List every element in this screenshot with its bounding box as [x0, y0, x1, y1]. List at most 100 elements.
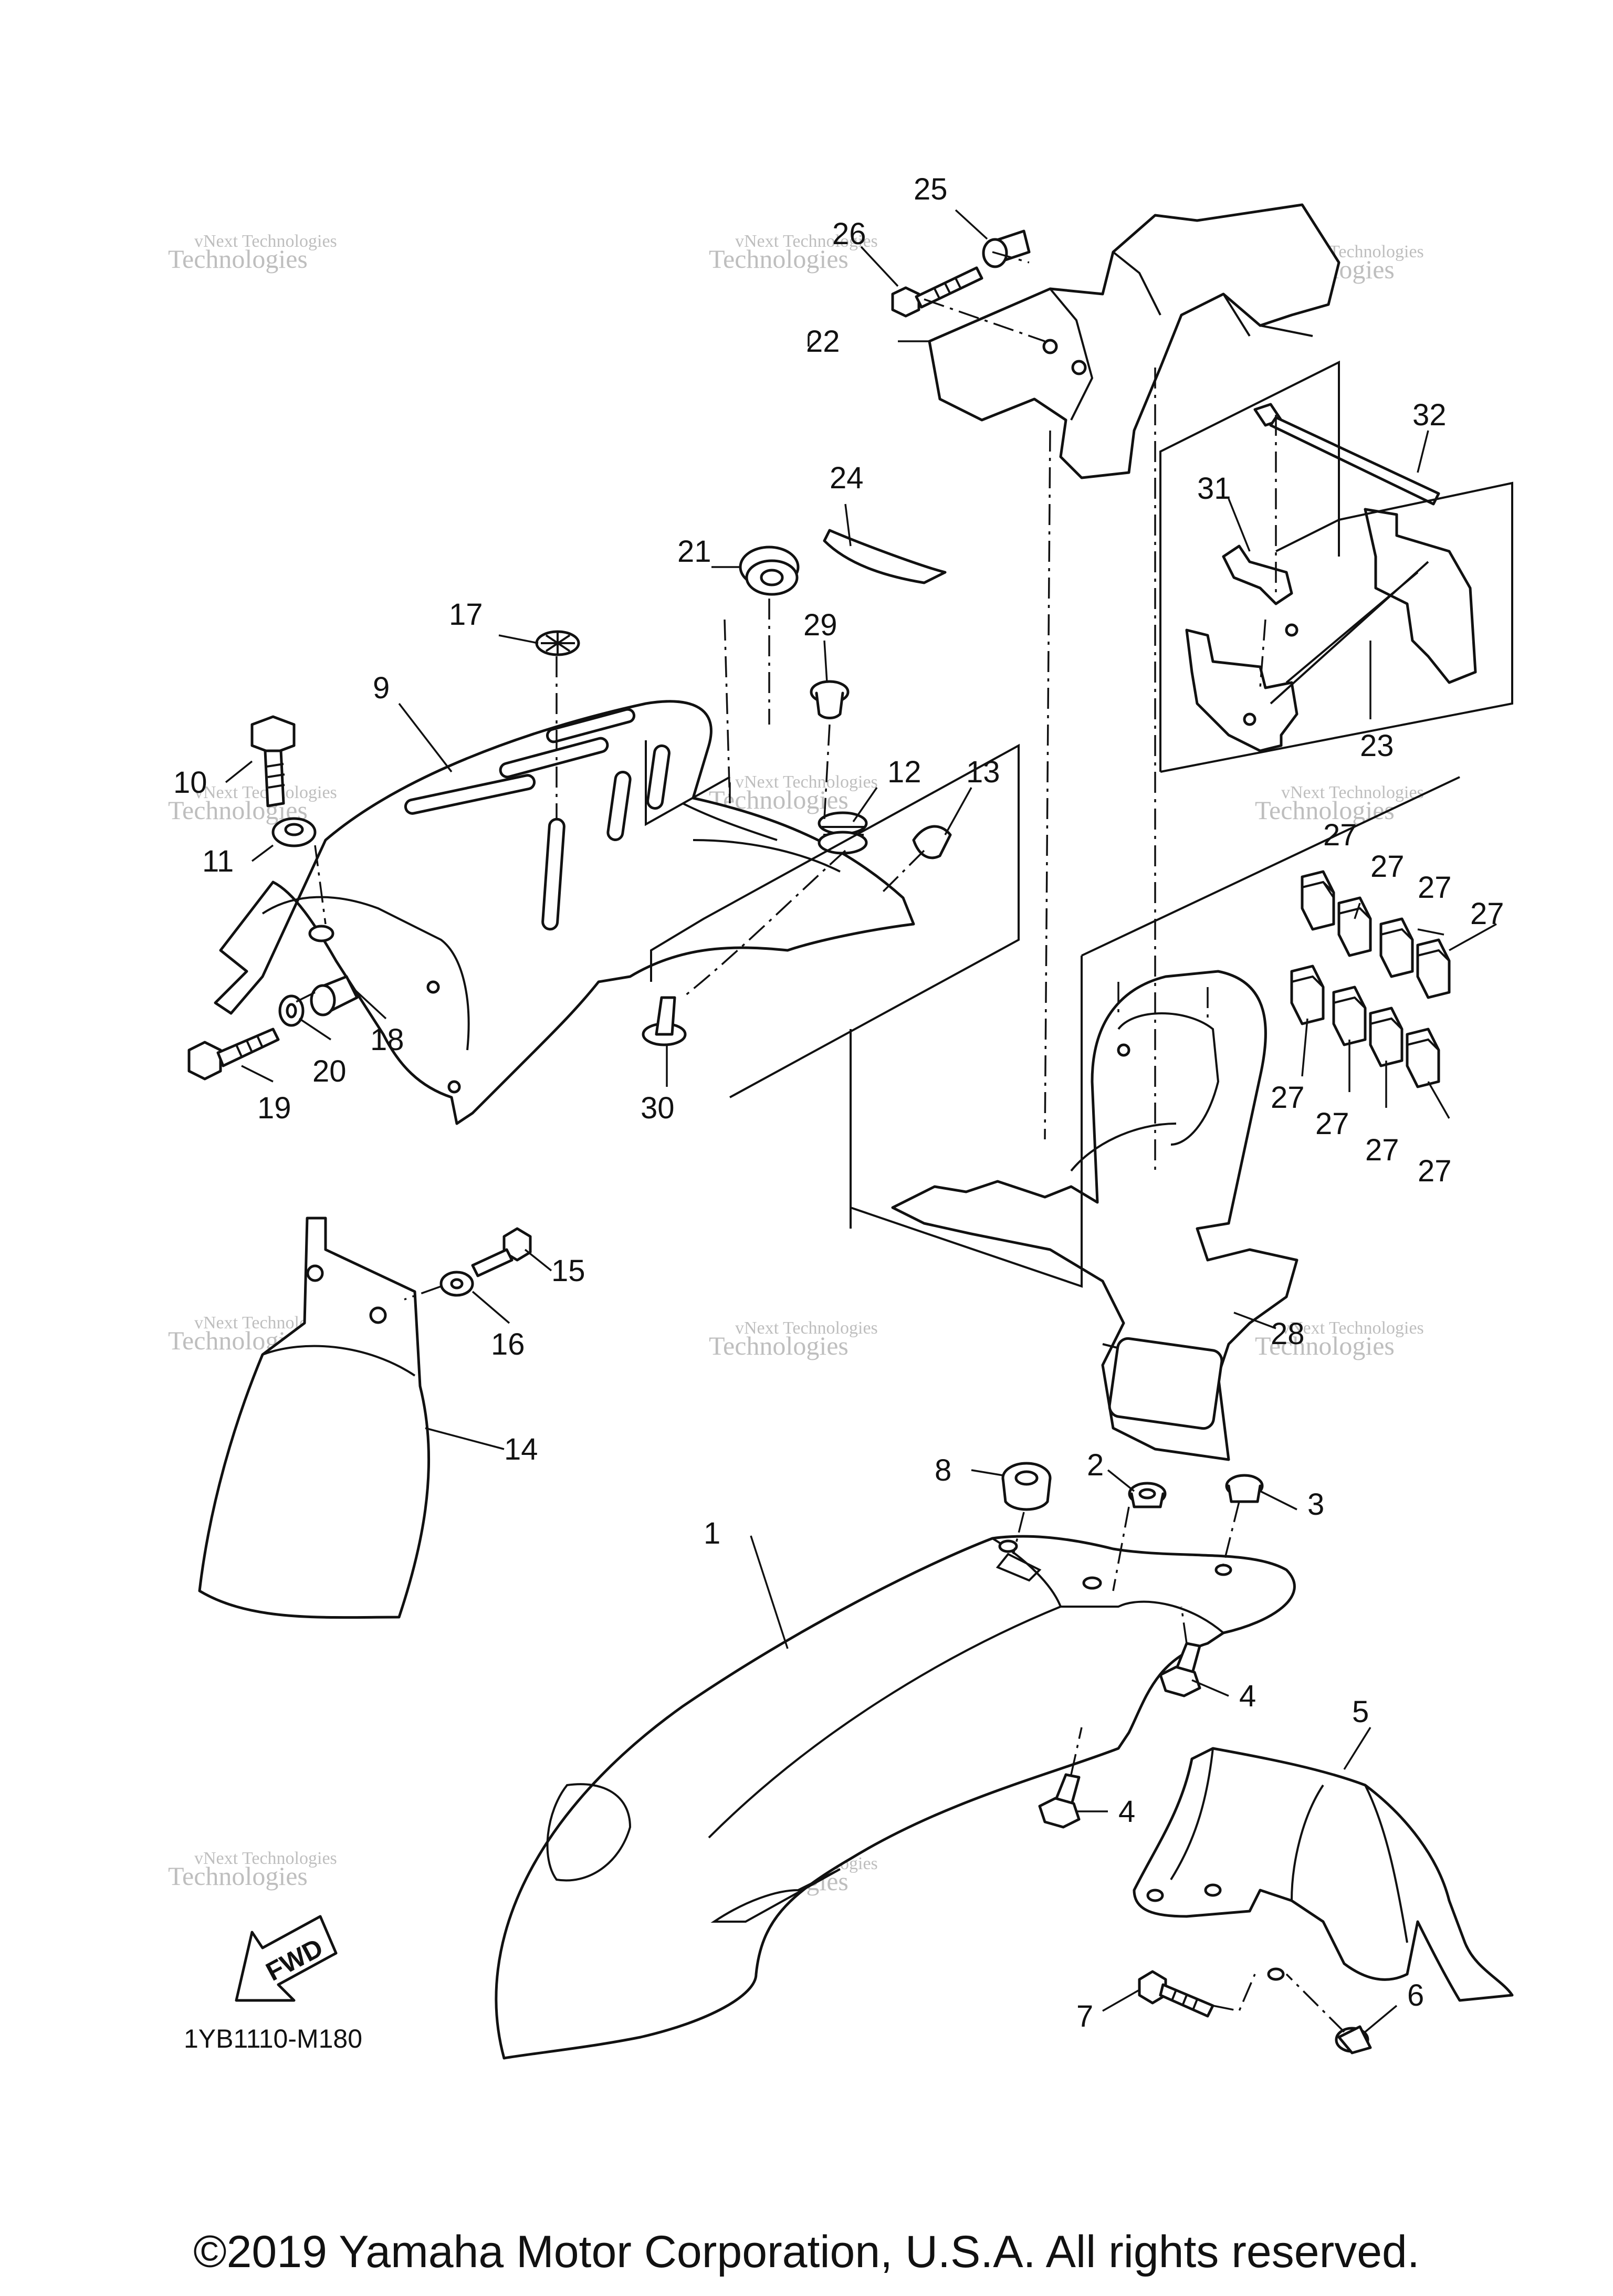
nut-part-2: [1128, 1482, 1167, 1508]
callout-27f: 27: [1315, 1107, 1349, 1141]
callout-19: 19: [257, 1091, 291, 1125]
callout-22: 22: [806, 324, 840, 359]
svg-text:vNext Technologies: vNext Technologies: [194, 232, 337, 251]
callout-30: 30: [641, 1091, 675, 1125]
callout-32: 32: [1412, 398, 1447, 432]
fender-slot: [404, 774, 536, 815]
callout-17: 17: [449, 597, 483, 632]
svg-text:vNext Technologies: vNext Technologies: [735, 772, 878, 792]
svg-text:vNext Technologies: vNext Technologies: [735, 232, 878, 251]
fender-slot: [646, 744, 671, 810]
callout-8: 8: [935, 1453, 951, 1487]
clip-part-31: [1222, 544, 1293, 605]
callout-5: 5: [1352, 1695, 1369, 1729]
fender-slot: [546, 708, 636, 743]
bolt-part-4-lower: [1038, 1773, 1081, 1829]
callout-1: 1: [704, 1516, 720, 1550]
collar-part-29: [810, 680, 850, 719]
callout-16: 16: [491, 1327, 525, 1361]
svg-text:Technologies: Technologies: [168, 244, 308, 274]
bolt-part-15: [471, 1227, 532, 1277]
svg-text:Technologies: Technologies: [709, 244, 849, 274]
bolt-part-26: [891, 266, 983, 318]
block: [1416, 938, 1451, 999]
callout-4a: 4: [1239, 1679, 1256, 1713]
washer-part-11: [271, 817, 317, 847]
collar-part-18: [310, 975, 359, 1016]
callout-4b: 4: [1118, 1795, 1135, 1829]
callout-27h: 27: [1418, 1154, 1452, 1188]
bolt-part-10: [250, 715, 296, 808]
bolt-part-7: [1138, 1970, 1214, 2018]
washer-part-16: [439, 1271, 474, 1297]
svg-text:vNext Technologies: vNext Technologies: [735, 1318, 878, 1338]
holder-part-23: [1185, 508, 1477, 752]
front-fender-part-1: [495, 1535, 1296, 2060]
block: [1337, 896, 1372, 957]
callout-25: 25: [914, 172, 948, 206]
bolt-part-19: [187, 1028, 280, 1081]
callout-29: 29: [803, 608, 837, 642]
svg-text:Technologies: Technologies: [1255, 1331, 1395, 1360]
blocks-part-27: [1290, 870, 1451, 1088]
guard-part-5: [1133, 1747, 1514, 2002]
assembly-lines: [283, 251, 1345, 2033]
callout-27b: 27: [1370, 850, 1405, 884]
callout-21: 21: [677, 534, 711, 569]
callout-26: 26: [832, 217, 866, 251]
strip-part-24: [823, 529, 947, 584]
callout-27d: 27: [1470, 897, 1504, 931]
block: [1332, 986, 1367, 1046]
cable-tie-part-32: [1253, 403, 1440, 506]
bolt-part-30: [642, 996, 687, 1046]
svg-text:Technologies: Technologies: [709, 1331, 849, 1360]
svg-text:vNext Technologies: vNext Technologies: [194, 1849, 337, 1868]
callout-27g: 27: [1365, 1133, 1399, 1167]
callout-31: 31: [1197, 471, 1231, 506]
callout-labels: 1 2 3 4 4 5 6 7 8 9 10 11 12 13 14 15 16…: [173, 172, 1504, 2033]
callout-13: 13: [966, 755, 1000, 789]
callout-6: 6: [1407, 1978, 1424, 2012]
callout-14: 14: [504, 1432, 538, 1466]
leader-lines: [225, 209, 1497, 2033]
collar-part-6: [1335, 2025, 1372, 2054]
svg-text:vNext Technologies: vNext Technologies: [1281, 1318, 1424, 1338]
callout-24: 24: [830, 461, 864, 495]
copyright-notice: ©2019 Yamaha Motor Corporation, U.S.A. A…: [193, 2227, 1420, 2277]
fender-slot: [606, 770, 632, 842]
mud-flap-part-14: [198, 1217, 430, 1619]
callout-3: 3: [1307, 1487, 1324, 1522]
collar-part-25: [982, 229, 1031, 268]
group-frames: [645, 360, 1513, 1288]
fender-slot: [499, 737, 609, 779]
bolt-part-4-upper: [1159, 1642, 1201, 1697]
callout-9: 9: [373, 671, 390, 705]
callout-12: 12: [887, 755, 921, 789]
svg-text:Technologies: Technologies: [168, 1861, 308, 1891]
block: [1301, 870, 1335, 931]
block: [1406, 1028, 1440, 1088]
callout-28: 28: [1271, 1317, 1305, 1351]
cap-part-13: [912, 825, 952, 859]
fender-slot: [541, 817, 565, 931]
callout-2: 2: [1087, 1448, 1104, 1482]
callout-15: 15: [551, 1254, 585, 1288]
nut-part-3: [1225, 1474, 1264, 1503]
callout-11: 11: [202, 844, 234, 878]
block: [1290, 964, 1325, 1025]
bracket-part-22: [928, 203, 1340, 479]
callout-27e: 27: [1271, 1081, 1305, 1115]
callout-7: 7: [1076, 1999, 1093, 2033]
clip-part-17: [535, 630, 580, 656]
fwd-arrow-icon: FWD: [235, 1915, 338, 2002]
license-housing-part-28: [891, 970, 1298, 1461]
callout-23: 23: [1360, 729, 1394, 763]
washer-part-20: [278, 994, 305, 1027]
callout-27a: 27: [1323, 818, 1357, 852]
